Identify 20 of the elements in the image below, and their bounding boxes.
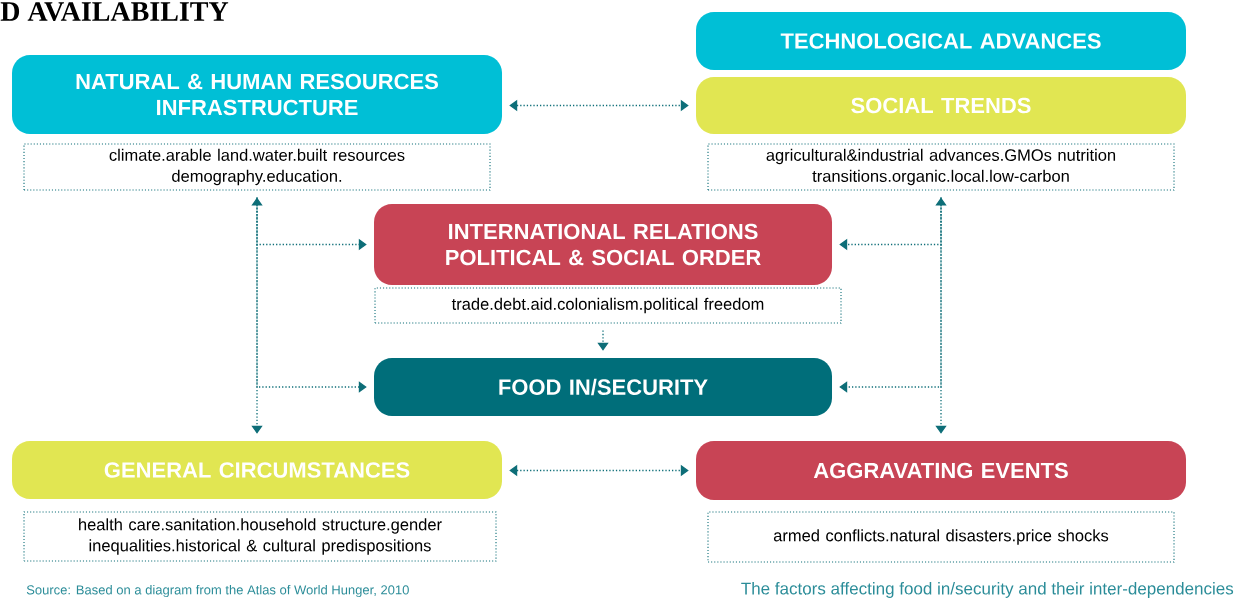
- arrow: [597, 329, 609, 351]
- keyword-box: climate.arable land.water.built resources demography.education.: [23, 143, 491, 191]
- category-box: SOCIAL TRENDS: [696, 77, 1186, 134]
- category-box: INTERNATIONAL RELATIONS POLITICAL & SOCIAL ORDER: [374, 204, 832, 285]
- caption: The factors affecting food in/security and their inter-dependencies: [741, 582, 1234, 598]
- keyword-box: health care.sanitation.household structure.gender inequalities.historical & cultural predispositions: [23, 511, 497, 562]
- keyword-box: trade.debt.aid.colonialism.political freedom: [374, 287, 842, 324]
- keyword-box: agricultural&industrial advances.GMOs nutrition transitions.organic.local.low-carbon: [707, 143, 1175, 191]
- arrow: [256, 196, 367, 393]
- category-box: TECHNOLOGICAL ADVANCES: [696, 12, 1186, 70]
- arrow: [509, 99, 689, 112]
- source-note: Source: Based on a diagram from the Atlas of World Hunger, 2010: [26, 584, 409, 598]
- keyword-box: armed conflicts.natural disasters.price shocks: [707, 511, 1175, 563]
- title: D AVAILABILITY: [0, 2, 229, 22]
- arrow: [509, 464, 689, 477]
- arrow: [839, 196, 942, 393]
- category-box: AGGRAVATING EVENTS: [696, 441, 1186, 500]
- category-box: GENERAL CIRCUMSTANCES: [12, 441, 502, 499]
- category-box: FOOD IN/SECURITY: [374, 358, 832, 416]
- category-box: NATURAL & HUMAN RESOURCES INFRASTRUCTURE: [12, 55, 502, 134]
